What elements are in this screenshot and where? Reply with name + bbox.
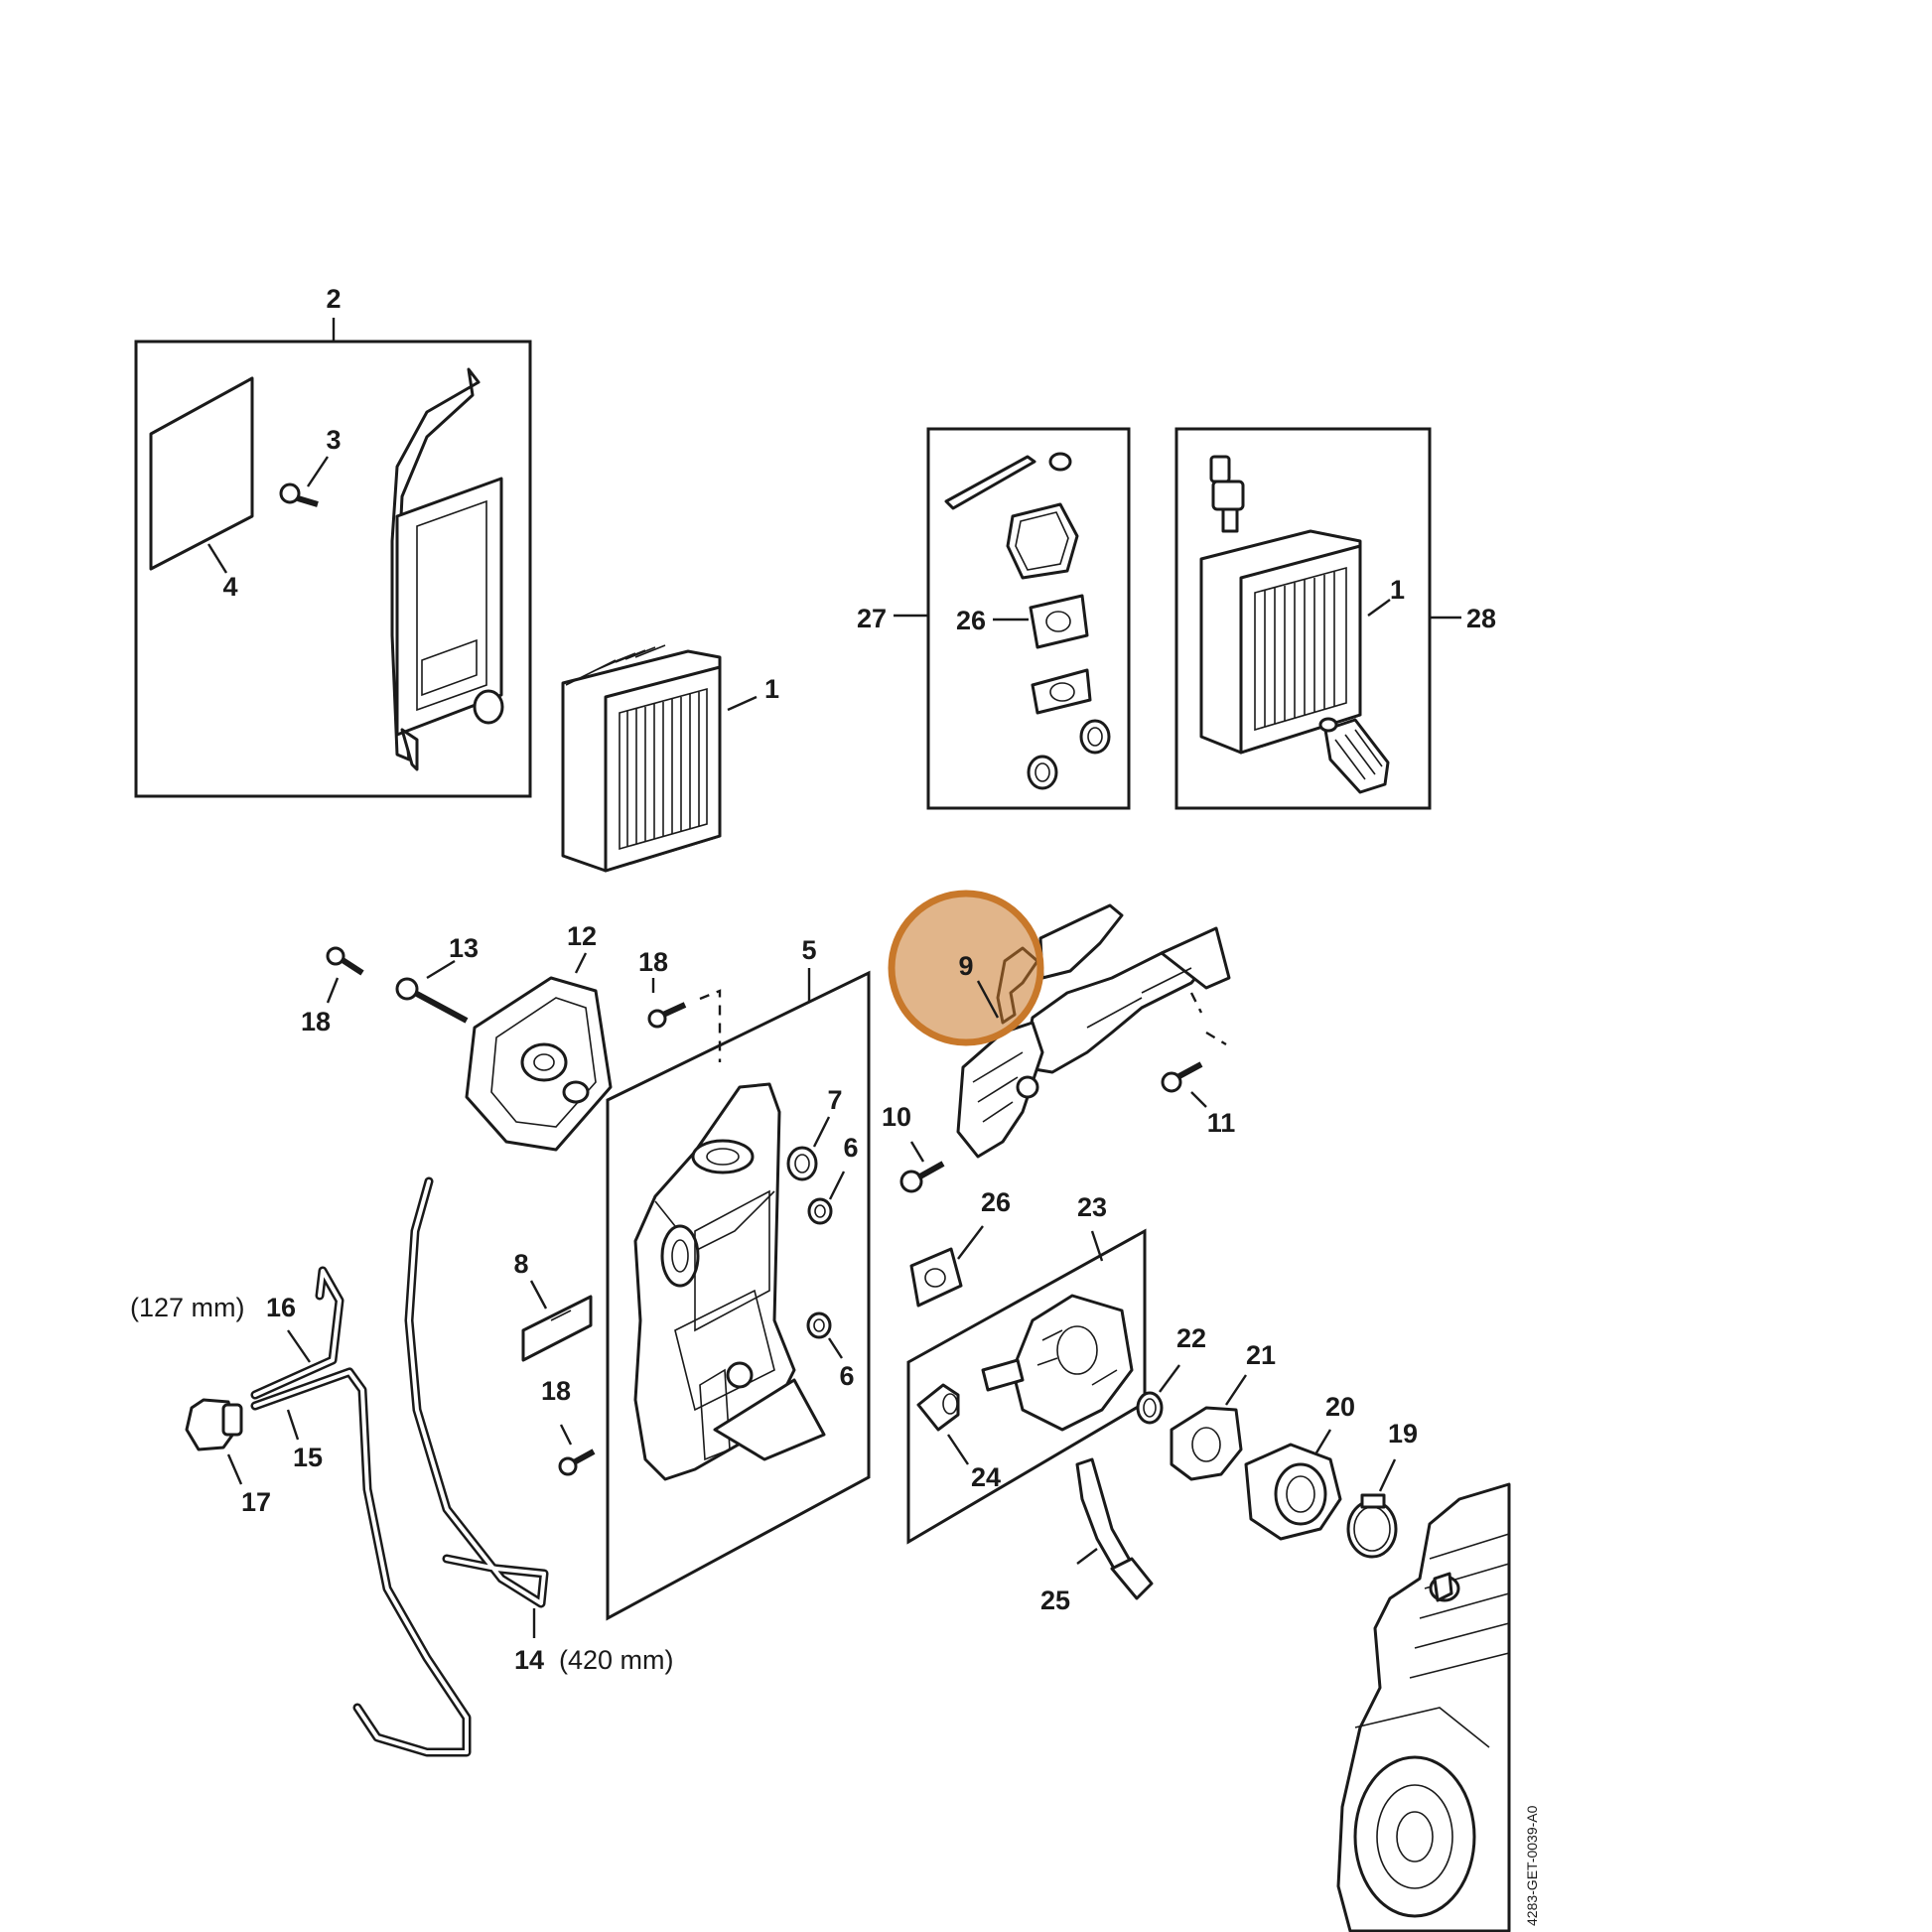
grommet-part-6-bottom[interactable] [806, 1311, 832, 1339]
label-26-kit: 26 [956, 606, 986, 635]
engine-cylinder-crankcase [1336, 1482, 1511, 1932]
hose-clamp-part-19[interactable] [1346, 1493, 1398, 1559]
kit-28-service-kit-group [1174, 427, 1461, 810]
label-27: 27 [857, 604, 887, 633]
highlight-marker-9 [888, 890, 1044, 1046]
label-1-kit: 1 [1390, 575, 1405, 605]
plate-part-8[interactable] [521, 1295, 593, 1362]
box-5-frame [606, 970, 871, 1621]
label-3: 3 [326, 425, 341, 455]
air-filter-part-1[interactable] [561, 644, 722, 873]
label-25: 25 [1040, 1586, 1070, 1615]
label-18-top: 18 [301, 1007, 331, 1036]
label-14: 14 [514, 1645, 544, 1675]
air-filter-housing-part-2[interactable] [390, 367, 504, 771]
label-2: 2 [326, 284, 341, 314]
label-6-bottom: 6 [839, 1361, 854, 1391]
gasket-part-26-kit[interactable] [1029, 594, 1089, 649]
label-18-mid: 18 [638, 947, 668, 977]
kit-2-housing-group [134, 318, 532, 798]
screw-part-18-mid[interactable] [647, 1002, 687, 1029]
label-4: 4 [222, 572, 237, 602]
hose-part-16[interactable] [250, 1266, 345, 1400]
air-filter-part-1-kit[interactable] [1199, 529, 1362, 755]
label-5: 5 [801, 935, 816, 965]
label-18-low: 18 [541, 1376, 571, 1406]
primer-bulb-part-17[interactable] [185, 1398, 243, 1451]
baffle-part-12[interactable] [465, 976, 613, 1152]
grommet-part-7[interactable] [786, 1146, 818, 1181]
screw-part-10[interactable] [899, 1161, 945, 1193]
label-16-length: (127 mm) [130, 1293, 245, 1322]
label-10: 10 [882, 1102, 911, 1132]
label-16: 16 [266, 1293, 296, 1322]
label-8: 8 [513, 1249, 528, 1279]
throttle-rod-assembly[interactable] [956, 903, 1231, 1159]
kit-27-frame [926, 427, 1131, 810]
label-13: 13 [449, 933, 479, 963]
label-12: 12 [567, 921, 597, 951]
label-17: 17 [241, 1487, 271, 1517]
label-7: 7 [827, 1085, 842, 1115]
label-28: 28 [1466, 604, 1496, 633]
label-19: 19 [1388, 1419, 1418, 1449]
screw-part-3[interactable] [279, 483, 319, 507]
label-24: 24 [971, 1462, 1001, 1492]
label-6-top: 6 [843, 1133, 858, 1163]
spark-plug[interactable] [1209, 455, 1245, 533]
screw-part-18-top[interactable] [326, 946, 364, 976]
carburetor-box-part-5[interactable] [633, 1082, 826, 1481]
bolt-part-13[interactable] [395, 977, 469, 1024]
box-5-group [606, 968, 871, 1621]
label-22: 22 [1176, 1323, 1206, 1353]
carburetor-part-23[interactable] [981, 1294, 1134, 1432]
box-23-group [906, 1228, 1147, 1545]
gasket-part-26[interactable] [909, 1247, 963, 1308]
label-1: 1 [764, 674, 779, 704]
flange-part-21[interactable] [1170, 1406, 1243, 1481]
label-11: 11 [1207, 1108, 1236, 1138]
screw-part-18-low[interactable] [558, 1449, 596, 1476]
label-9: 9 [958, 951, 973, 981]
label-14-length: (420 mm) [559, 1645, 674, 1675]
label-15: 15 [293, 1443, 323, 1472]
o-ring-part-22[interactable] [1136, 1391, 1164, 1425]
label-23: 23 [1077, 1192, 1107, 1222]
knob-part-24[interactable] [916, 1383, 960, 1432]
screw-part-11[interactable] [1161, 1061, 1203, 1093]
decal-part-4[interactable] [149, 376, 254, 571]
label-26: 26 [981, 1187, 1011, 1217]
impulse-hose-part-25[interactable] [1075, 1457, 1154, 1600]
label-20: 20 [1325, 1392, 1355, 1422]
hose-part-14[interactable] [404, 1176, 549, 1608]
drawing-code: 4283-GET-0039-A0 [1524, 1805, 1540, 1926]
grommet-part-6-top[interactable] [807, 1197, 833, 1225]
label-21: 21 [1246, 1340, 1276, 1370]
fuel-filter[interactable] [1318, 717, 1390, 794]
kit-27-gasket-set-group [894, 427, 1131, 810]
hose-part-15[interactable] [250, 1367, 472, 1757]
manifold-part-20[interactable] [1244, 1443, 1342, 1541]
